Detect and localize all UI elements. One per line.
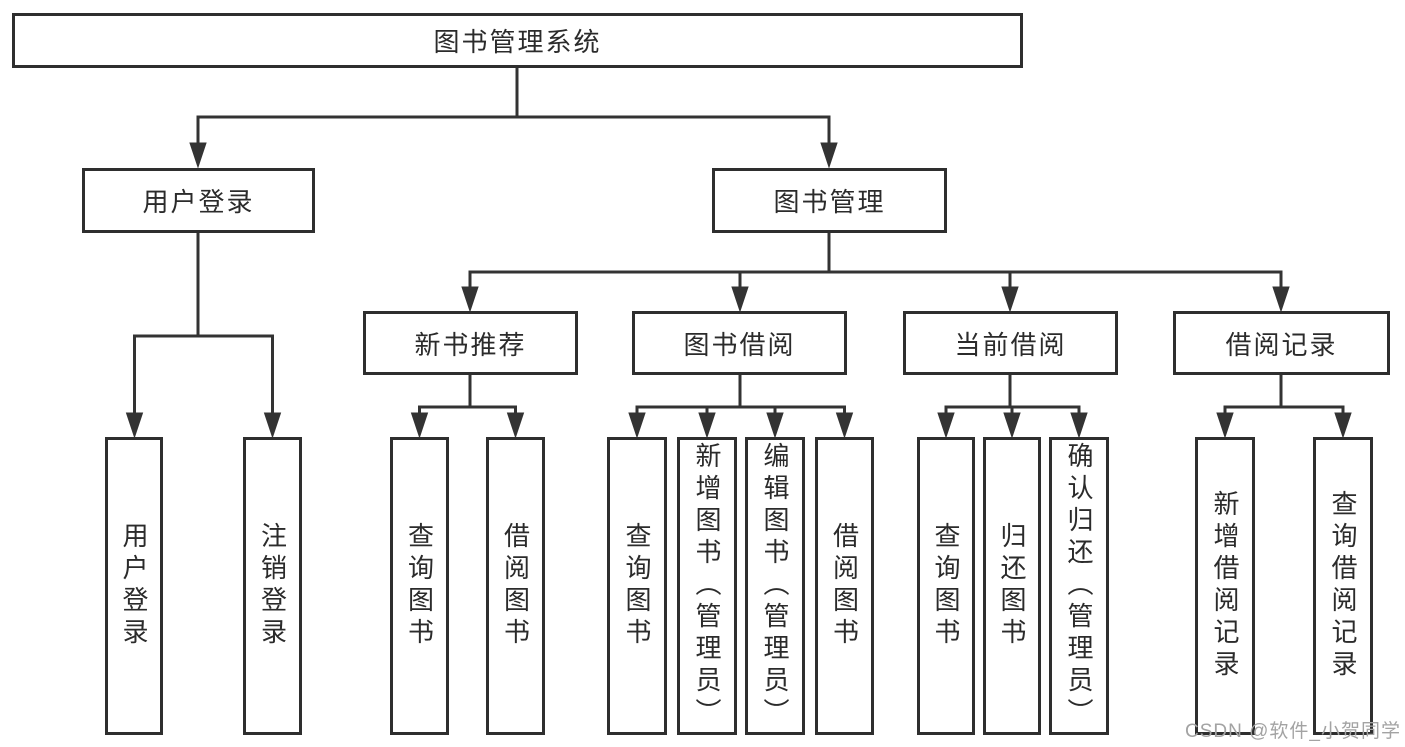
node-add-book-admin: 新增图书（管理员） (677, 437, 737, 735)
node-label: 编辑图书（管理员） (760, 442, 790, 730)
connector-borrow-records-to-children (1216, 375, 1352, 439)
node-query-books-recommend: 查询图书 (390, 437, 449, 735)
connector-book-borrow-to-children (628, 375, 854, 439)
node-label: 借阅图书 (500, 522, 531, 650)
node-edit-book-admin: 编辑图书（管理员） (745, 437, 805, 735)
node-user-login: 用户登录 (105, 437, 163, 735)
node-label: 查询图书 (404, 522, 435, 650)
node-current-borrow: 当前借阅 (903, 311, 1118, 375)
node-book-management-branch: 图书管理 (712, 168, 947, 233)
node-label: 查询借阅记录 (1328, 490, 1358, 682)
node-label: 查询图书 (622, 522, 652, 650)
node-user-login-branch: 用户登录 (82, 168, 315, 233)
node-label: 用户登录 (119, 522, 149, 650)
connector-current-borrow-to-children (937, 375, 1088, 439)
node-label: 注销登录 (257, 522, 288, 650)
node-add-borrow-record: 新增借阅记录 (1195, 437, 1255, 735)
node-return-books: 归还图书 (983, 437, 1041, 735)
node-logout: 注销登录 (243, 437, 302, 735)
connector-new-book-recommend-to-children (410, 375, 525, 439)
node-library-system: 图书管理系统 (12, 13, 1023, 68)
node-query-borrow-record: 查询借阅记录 (1313, 437, 1373, 735)
connector-root-to-branches (189, 68, 838, 169)
node-confirm-return-admin: 确认归还（管理员） (1049, 437, 1109, 735)
node-label: 借阅图书 (829, 522, 860, 650)
node-query-books-current: 查询图书 (917, 437, 975, 735)
node-borrow-books: 借阅图书 (815, 437, 874, 735)
node-label: 新增图书（管理员） (692, 442, 722, 730)
connector-book-management-to-groups (461, 233, 1290, 313)
connector-user-login-to-children (125, 233, 282, 439)
watermark-text: CSDN @软件_小贺同学 (1185, 721, 1401, 742)
node-borrow-books-recommend: 借阅图书 (486, 437, 545, 735)
node-label: 新增借阅记录 (1210, 490, 1240, 682)
node-book-borrow: 图书借阅 (632, 311, 847, 375)
node-new-book-recommend: 新书推荐 (363, 311, 578, 375)
node-label: 确认归还（管理员） (1064, 442, 1094, 730)
node-label: 归还图书 (997, 522, 1027, 650)
node-borrow-records: 借阅记录 (1173, 311, 1390, 375)
node-query-books-borrow: 查询图书 (607, 437, 667, 735)
node-label: 查询图书 (931, 522, 961, 650)
